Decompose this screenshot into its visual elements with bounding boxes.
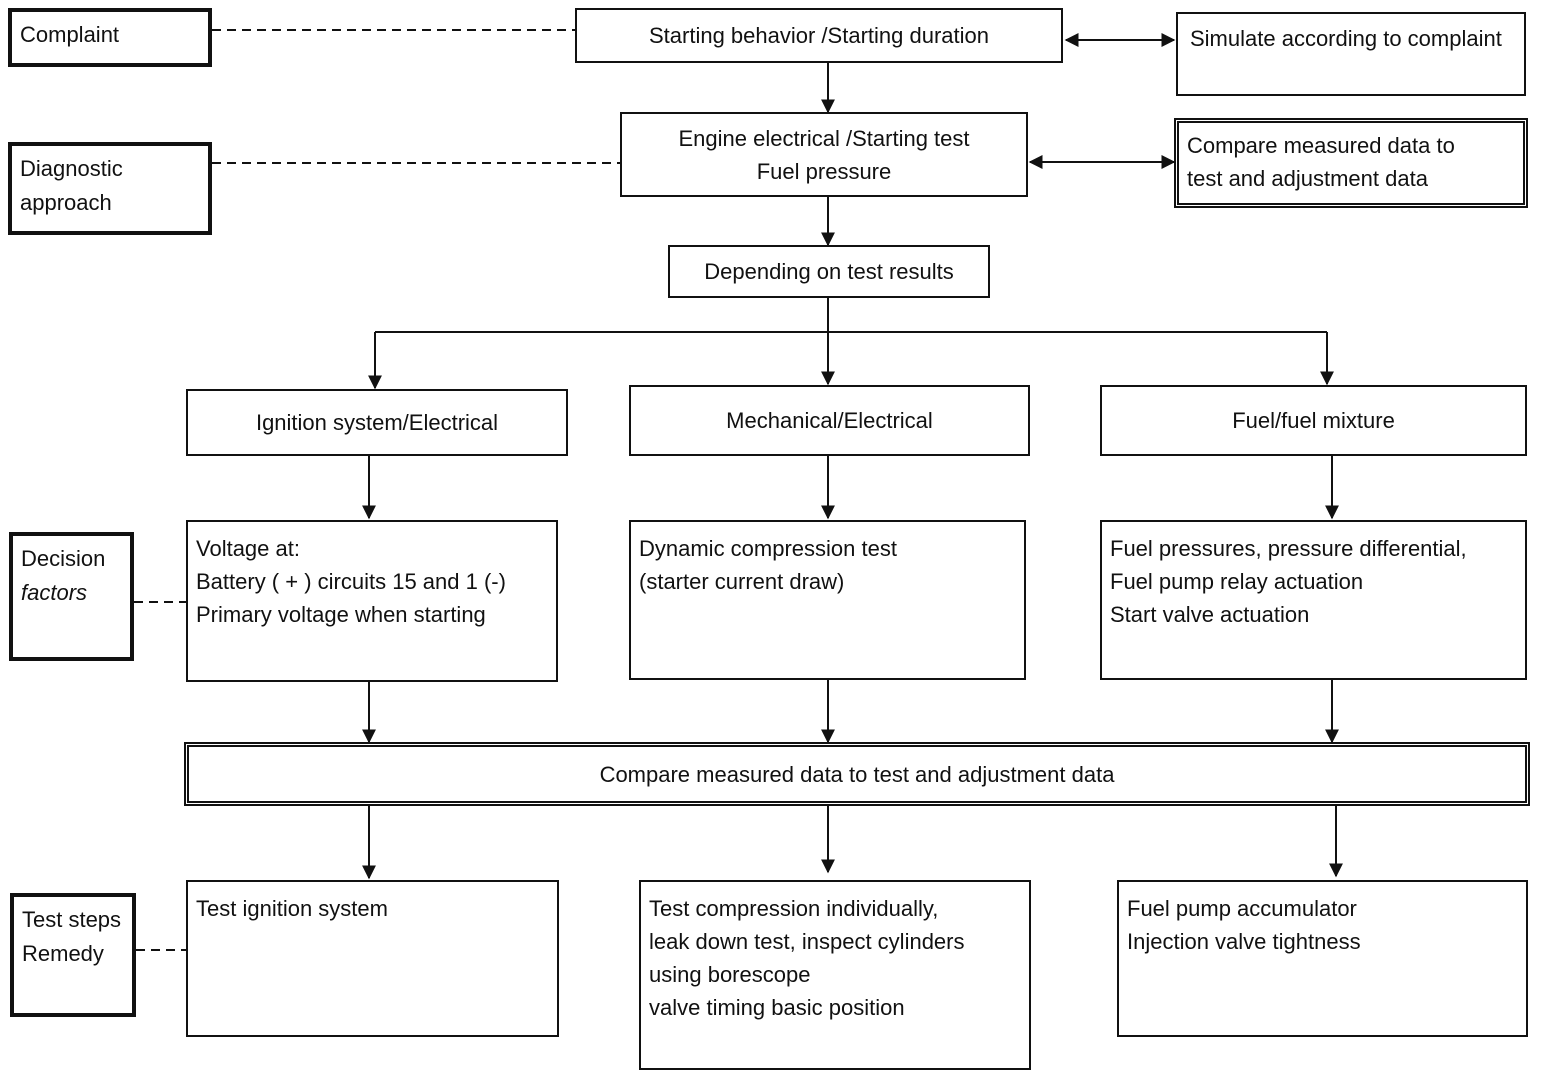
compare-top-line-1: Compare measured data to [1187, 133, 1455, 158]
factors-ignition-box: Voltage at: Battery ( + ) circuits 15 an… [186, 520, 558, 682]
factors-mechanical-line-1: Dynamic compression test [639, 536, 897, 561]
category-mechanical-label: Mechanical/Electrical [726, 408, 933, 433]
category-mechanical-box: Mechanical/Electrical [629, 385, 1030, 456]
engine-test-line-2: Fuel pressure [756, 158, 892, 184]
diagnostic-label-line-1: Diagnostic [20, 156, 123, 181]
factors-fuel-line-3: Start valve actuation [1110, 602, 1310, 627]
depending-text: Depending on test results [704, 259, 954, 284]
compare-data-bar: Compare measured data to test and adjust… [184, 742, 1530, 806]
side-label-test-steps-remedy: Test steps Remedy [10, 893, 136, 1017]
factors-ignition-line-3: Primary voltage when starting [196, 602, 486, 627]
compare-bar-text: Compare measured data to test and adjust… [599, 761, 1115, 787]
starting-behavior-box: Starting behavior /Starting duration [575, 8, 1063, 63]
compare-data-top-box: Compare measured data to test and adjust… [1174, 118, 1528, 208]
category-fuel-box: Fuel/fuel mixture [1100, 385, 1527, 456]
depending-box: Depending on test results [668, 245, 990, 298]
decision-label-line-1: Decision [21, 546, 106, 571]
decision-label-line-2: factors [21, 580, 88, 605]
remedy-mechanical-line-1: Test compression individually, [649, 896, 939, 921]
compare-top-line-2: test and adjustment data [1187, 166, 1428, 191]
engine-test-line-1: Engine electrical /Starting test [678, 125, 970, 151]
factors-mechanical-box: Dynamic compression test (starter curren… [629, 520, 1026, 680]
side-label-decision-factors: Decision factors [9, 532, 134, 661]
remedy-mechanical-line-3: using borescope [649, 962, 811, 987]
side-label-diagnostic-approach: Diagnostic approach [8, 142, 212, 235]
category-ignition-label: Ignition system/Electrical [255, 410, 499, 435]
remedy-mechanical-line-2: leak down test, inspect cylinders [649, 929, 965, 954]
remedy-fuel-line-1: Fuel pump accumulator [1127, 896, 1357, 921]
remedy-ignition-line-1: Test ignition system [196, 896, 388, 921]
remedy-ignition-box: Test ignition system [186, 880, 559, 1037]
remedy-fuel-box: Fuel pump accumulator Injection valve ti… [1117, 880, 1528, 1037]
remedy-mechanical-box: Test compression individually, leak down… [639, 880, 1031, 1070]
category-ignition-box: Ignition system/Electrical [186, 389, 568, 456]
remedy-mechanical-line-4: valve timing basic position [649, 995, 905, 1020]
category-fuel-label: Fuel/fuel mixture [1232, 408, 1395, 433]
simulate-text: Simulate according to complaint [1190, 26, 1502, 51]
remedy-fuel-line-2: Injection valve tightness [1127, 929, 1361, 954]
factors-ignition-line-2: Battery ( + ) circuits 15 and 1 (-) [196, 569, 506, 594]
diagnostic-label-line-2: approach [20, 190, 112, 215]
engine-test-box: Engine electrical /Starting test Fuel pr… [620, 112, 1028, 197]
side-label-complaint: Complaint [8, 8, 212, 67]
factors-fuel-line-1: Fuel pressures, pressure differential, [1110, 536, 1467, 561]
test-steps-label-line-1: Test steps [22, 907, 122, 932]
factors-ignition-line-1: Voltage at: [196, 536, 300, 561]
complaint-label: Complaint [20, 22, 120, 47]
factors-fuel-line-2: Fuel pump relay actuation [1110, 569, 1364, 594]
factors-mechanical-line-2: (starter current draw) [639, 569, 845, 594]
simulate-box: Simulate according to complaint [1176, 12, 1526, 96]
factors-fuel-box: Fuel pressures, pressure differential, F… [1100, 520, 1527, 680]
test-steps-label-line-2: Remedy [22, 941, 104, 966]
starting-behavior-text: Starting behavior /Starting duration [649, 23, 989, 48]
